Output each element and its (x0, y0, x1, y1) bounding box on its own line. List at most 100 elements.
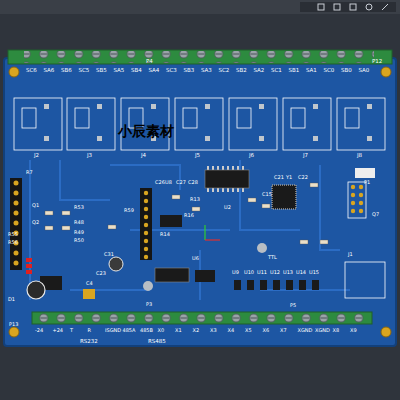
ic-pin (242, 166, 244, 170)
pad (144, 231, 148, 235)
traces (30, 160, 350, 300)
silkscreen-label: T (70, 328, 73, 333)
silkscreen-label: U6 (192, 256, 199, 261)
relay-outline (175, 98, 223, 150)
relay-coil (75, 108, 89, 128)
pad (144, 215, 148, 219)
ic-pin (217, 188, 219, 192)
silkscreen-label: U11 (257, 270, 267, 275)
pad (259, 136, 264, 141)
optocoupler (247, 280, 254, 290)
pad (351, 193, 355, 197)
silkscreen-label: J6 (249, 153, 254, 159)
capacitor (143, 281, 153, 291)
capacitor-electrolytic (109, 257, 123, 271)
ic-pin (222, 166, 224, 170)
silkscreen-label: Q2 (32, 220, 39, 225)
silkscreen-label: C22 (298, 175, 308, 180)
pad (97, 104, 102, 109)
optocoupler (299, 280, 306, 290)
header-outline (348, 182, 366, 218)
capacitor-electrolytic (27, 281, 45, 299)
silkscreen-label: U13 (283, 270, 293, 275)
silkscreen-label: SC0 (324, 68, 335, 74)
silkscreen-label: R50 (74, 238, 84, 243)
silkscreen-label: J2 (34, 153, 39, 159)
silkscreen-label: SA2 (254, 68, 265, 74)
silkscreen-label: R48 (74, 220, 84, 225)
pad (144, 223, 148, 227)
pin-header (140, 188, 152, 260)
silkscreen-label: -24 (35, 328, 43, 333)
silkscreen-label: R7 (26, 170, 33, 175)
silkscreen-label: U14 (296, 270, 306, 275)
silkscreen-label: X8 (333, 328, 340, 333)
silkscreen-label: SB1 (289, 68, 300, 74)
pad (151, 104, 156, 109)
silkscreen-label: SB0 (341, 68, 352, 74)
pad (259, 104, 264, 109)
silkscreen-label: R13 (190, 197, 200, 202)
silkscreen-label: U12 (270, 270, 280, 275)
silkscreen-label: R14 (160, 232, 170, 237)
silkscreen-label: Y1 (286, 175, 292, 180)
silkscreen-label: SC6 (26, 68, 37, 74)
pad (351, 209, 355, 213)
silkscreen-label: P4 (146, 59, 153, 65)
silkscreen-label: R59 (124, 208, 134, 213)
smd-part (108, 225, 116, 229)
silkscreen-label: X5 (245, 328, 252, 333)
silkscreen-label: X0 (158, 328, 165, 333)
pad (359, 185, 363, 189)
ic-pin (232, 166, 234, 170)
silkscreen-label: Q7 (372, 212, 379, 217)
smd-part (248, 198, 256, 202)
silkscreen-label: P1 (364, 180, 370, 185)
pad (14, 201, 19, 206)
pad (351, 201, 355, 205)
pad (359, 209, 363, 213)
silkscreen-label: J7 (303, 153, 308, 159)
silkscreen-label: SA5 (114, 68, 125, 74)
axis-marker (205, 225, 220, 240)
silkscreen-label: X2 (193, 328, 200, 333)
ic-pin (237, 166, 239, 170)
smd-part (192, 207, 200, 211)
silkscreen-label: ISGND (105, 328, 121, 333)
silkscreen-label: J4 (141, 153, 146, 159)
silkscreen-label: C15 (262, 192, 272, 197)
relay-outline (14, 98, 62, 150)
smd-part (62, 226, 70, 230)
pad (351, 185, 355, 189)
optocoupler (260, 280, 267, 290)
connector-outline (345, 262, 385, 298)
pad (14, 221, 19, 226)
terminal-block-bottom (32, 312, 372, 324)
ic-qfp (272, 185, 296, 209)
ic-pin (227, 188, 229, 192)
silkscreen-label: C23 (96, 271, 106, 276)
pad (14, 211, 19, 216)
silkscreen-label: P5 (290, 303, 296, 308)
smd-part (45, 211, 53, 215)
silkscreen-label: SC1 (271, 68, 282, 74)
relay-footprints (14, 98, 385, 150)
ic (160, 215, 182, 227)
pad (14, 261, 19, 266)
silkscreen-label: X9 (350, 328, 357, 333)
silkscreen-label: P13 (9, 322, 18, 327)
silkscreen-label: SA1 (306, 68, 317, 74)
silkscreen-label: SB6 (61, 68, 72, 74)
pad (367, 104, 372, 109)
silkscreen-label: SA4 (149, 68, 160, 74)
smd-part (45, 226, 53, 230)
relay-outline (67, 98, 115, 150)
ic-pin (242, 188, 244, 192)
silkscreen-label: J8 (357, 153, 362, 159)
pad (144, 207, 148, 211)
pad (144, 191, 148, 195)
terminal-block-top (8, 50, 392, 64)
smd-part (62, 211, 70, 215)
silkscreen-label: X7 (280, 328, 287, 333)
